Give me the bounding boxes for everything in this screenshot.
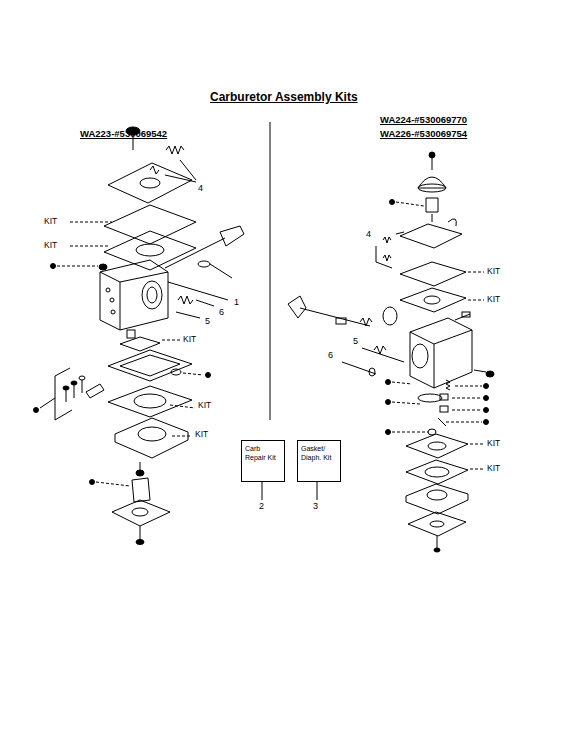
kit-callout: KIT	[487, 267, 500, 276]
kit-callout: KIT	[195, 430, 208, 439]
kit-callout: KIT	[44, 217, 57, 226]
callout-number: 6	[328, 351, 333, 360]
model-header: WA224-#530069770	[380, 115, 467, 125]
kit-callout: KIT	[198, 401, 211, 410]
kit-callout: KIT	[487, 439, 500, 448]
callout-number: 6	[219, 308, 224, 317]
model-header: WA223-#530069542	[80, 129, 167, 139]
kit-callout: KIT	[183, 335, 196, 344]
diagram-title: Carburetor Assembly Kits	[210, 91, 358, 103]
kit-box-text: Gasket/ Diaph. Kit	[299, 441, 339, 466]
callout-number: 3	[313, 502, 318, 511]
kit-callout: KIT	[487, 464, 500, 473]
callout-number: 5	[205, 317, 210, 326]
callout-number: 4	[198, 184, 203, 193]
callout-number: 5	[353, 337, 358, 346]
callout-number: 1	[234, 298, 239, 307]
kit-callout: KIT	[487, 295, 500, 304]
model-header: WA226-#530069754	[380, 129, 467, 139]
kit-box: Gasket/ Diaph. Kit	[297, 440, 341, 482]
kit-box-text: Carb Repair Kit	[243, 441, 283, 466]
kit-box: Carb Repair Kit	[241, 440, 285, 482]
callout-number: 4	[366, 230, 371, 239]
kit-callout: KIT	[44, 241, 57, 250]
callout-number: 2	[259, 502, 264, 511]
